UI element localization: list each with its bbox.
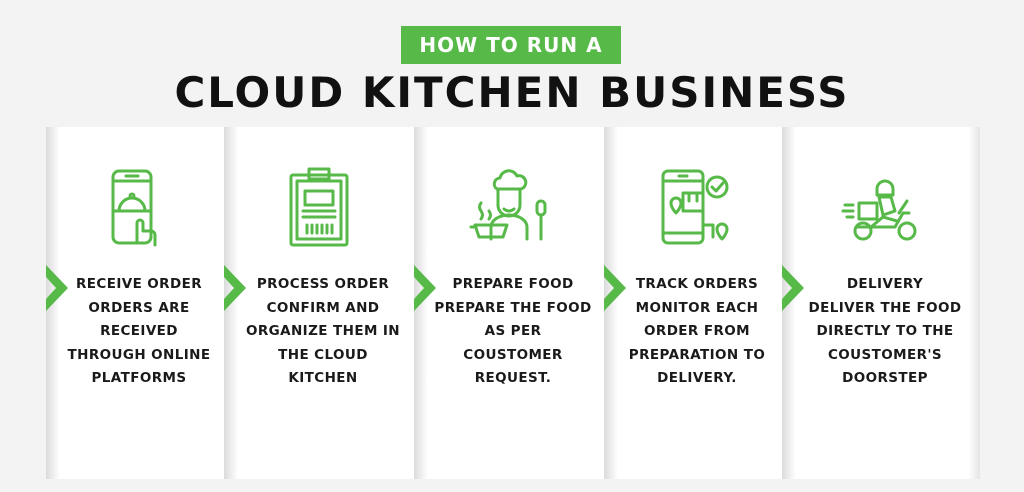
chevron-right-icon	[604, 265, 626, 311]
step-prepare-food: PREPARE FOOD PREPARE THE FOOD AS PER COU…	[414, 127, 604, 479]
chevron-right-icon	[782, 265, 804, 311]
step-text: PREPARE FOOD PREPARE THE FOOD AS PER COU…	[434, 273, 592, 391]
page-title: CLOUD KITCHEN BUSINESS	[174, 68, 850, 117]
step-text: TRACK ORDERS MONITOR EACH ORDER FROM PRE…	[624, 273, 770, 391]
phone-tracking-icon	[661, 169, 729, 245]
phone-order-icon	[111, 169, 157, 247]
chevron-right-icon	[46, 265, 68, 311]
step-description: DELIVER THE FOOD DIRECTLY TO THE COUSTOM…	[808, 299, 962, 387]
chevron-right-icon	[224, 265, 246, 311]
panel-shadow	[968, 127, 980, 479]
step-description: PREPARE THE FOOD AS PER COUSTOMER REQUES…	[434, 299, 592, 387]
step-description: ORDERS ARE RECEIVED THROUGH ONLINE PLATF…	[67, 299, 211, 387]
chevron-right-icon	[414, 265, 436, 311]
step-text: RECEIVE ORDER ORDERS ARE RECEIVED THROUG…	[66, 273, 212, 391]
step-delivery: DELIVERY DELIVER THE FOOD DIRECTLY TO TH…	[782, 127, 980, 479]
step-title: RECEIVE ORDER	[75, 276, 203, 292]
step-process-order: PROCESS ORDER CONFIRM AND ORGANIZE THEM …	[224, 127, 414, 479]
step-title: PROCESS ORDER	[256, 276, 390, 292]
delivery-scooter-icon	[841, 179, 917, 241]
step-receive-order: RECEIVE ORDER ORDERS ARE RECEIVED THROUG…	[46, 127, 224, 479]
step-title: PREPARE FOOD	[452, 276, 574, 292]
step-title: DELIVERY	[846, 276, 924, 292]
step-text: DELIVERY DELIVER THE FOOD DIRECTLY TO TH…	[802, 273, 968, 391]
step-text: PROCESS ORDER CONFIRM AND ORGANIZE THEM …	[244, 273, 402, 391]
step-description: MONITOR EACH ORDER FROM PREPARATION TO D…	[628, 299, 766, 387]
step-title: TRACK ORDERS	[635, 276, 759, 292]
steps-row: RECEIVE ORDER ORDERS ARE RECEIVED THROUG…	[46, 127, 980, 479]
step-description: CONFIRM AND ORGANIZE THEM IN THE CLOUD K…	[245, 299, 401, 387]
step-track-orders: TRACK ORDERS MONITOR EACH ORDER FROM PRE…	[604, 127, 782, 479]
header: HOW TO RUN A CLOUD KITCHEN BUSINESS	[0, 0, 1024, 126]
subtitle-badge: HOW TO RUN A	[401, 26, 621, 64]
chef-cooking-icon	[469, 169, 547, 241]
clipboard-icon	[289, 167, 349, 247]
